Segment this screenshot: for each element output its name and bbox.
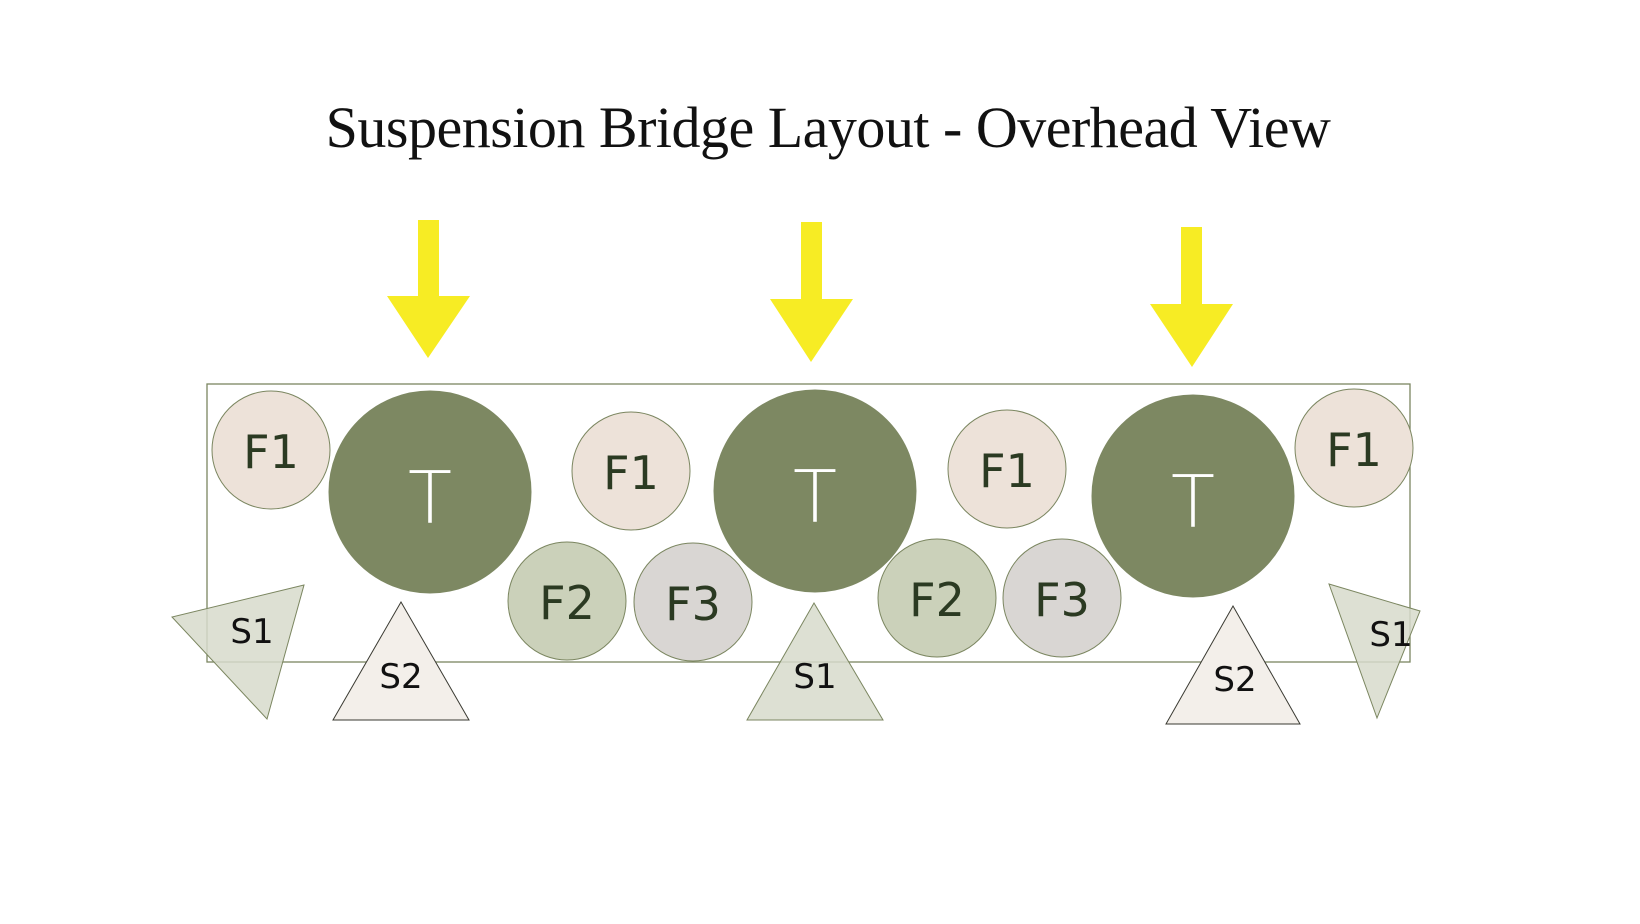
f1-left: F1 <box>211 390 331 510</box>
down-arrow-icon <box>770 222 853 362</box>
s2-right: S2 <box>1165 604 1301 725</box>
s1-right: S1 <box>1328 583 1421 720</box>
element-label: T <box>793 455 837 539</box>
f2-right: F2 <box>877 538 997 658</box>
tower-2: T <box>713 389 917 593</box>
down-arrow-icon <box>387 220 470 358</box>
f1-right: F1 <box>1294 388 1414 508</box>
s1-center: S1 <box>746 602 884 721</box>
load-arrows <box>387 220 1233 367</box>
support-label: S1 <box>230 612 273 652</box>
element-label: F2 <box>909 573 965 627</box>
supports: S1 S2 S1 S2 S1 <box>171 583 1421 725</box>
s2-left: S2 <box>332 600 470 721</box>
f2-left: F2 <box>507 541 627 661</box>
down-arrow-icon <box>1150 227 1233 367</box>
bridge-elements: F1 T F1 T F1 T F1 F2 <box>211 388 1414 662</box>
support-label: S2 <box>1213 660 1256 700</box>
support-label: S1 <box>1369 615 1412 655</box>
tower-1: T <box>328 390 532 594</box>
diagram-title: Suspension Bridge Layout - Overhead View <box>325 95 1331 160</box>
f1-mid-right: F1 <box>947 409 1067 529</box>
f3-right: F3 <box>1002 538 1122 658</box>
tower-3: T <box>1091 394 1295 598</box>
element-label: F2 <box>539 576 595 630</box>
element-label: T <box>408 456 452 540</box>
element-label: F3 <box>1034 573 1090 627</box>
element-label: T <box>1171 460 1215 544</box>
support-label: S1 <box>793 657 836 697</box>
f1-mid-left: F1 <box>571 411 691 531</box>
f3-left: F3 <box>633 542 753 662</box>
element-label: F1 <box>243 425 299 479</box>
element-label: F1 <box>979 444 1035 498</box>
element-label: F1 <box>603 446 659 500</box>
element-label: F3 <box>665 577 721 631</box>
support-label: S2 <box>379 657 422 697</box>
element-label: F1 <box>1326 423 1382 477</box>
s1-left: S1 <box>171 584 305 720</box>
